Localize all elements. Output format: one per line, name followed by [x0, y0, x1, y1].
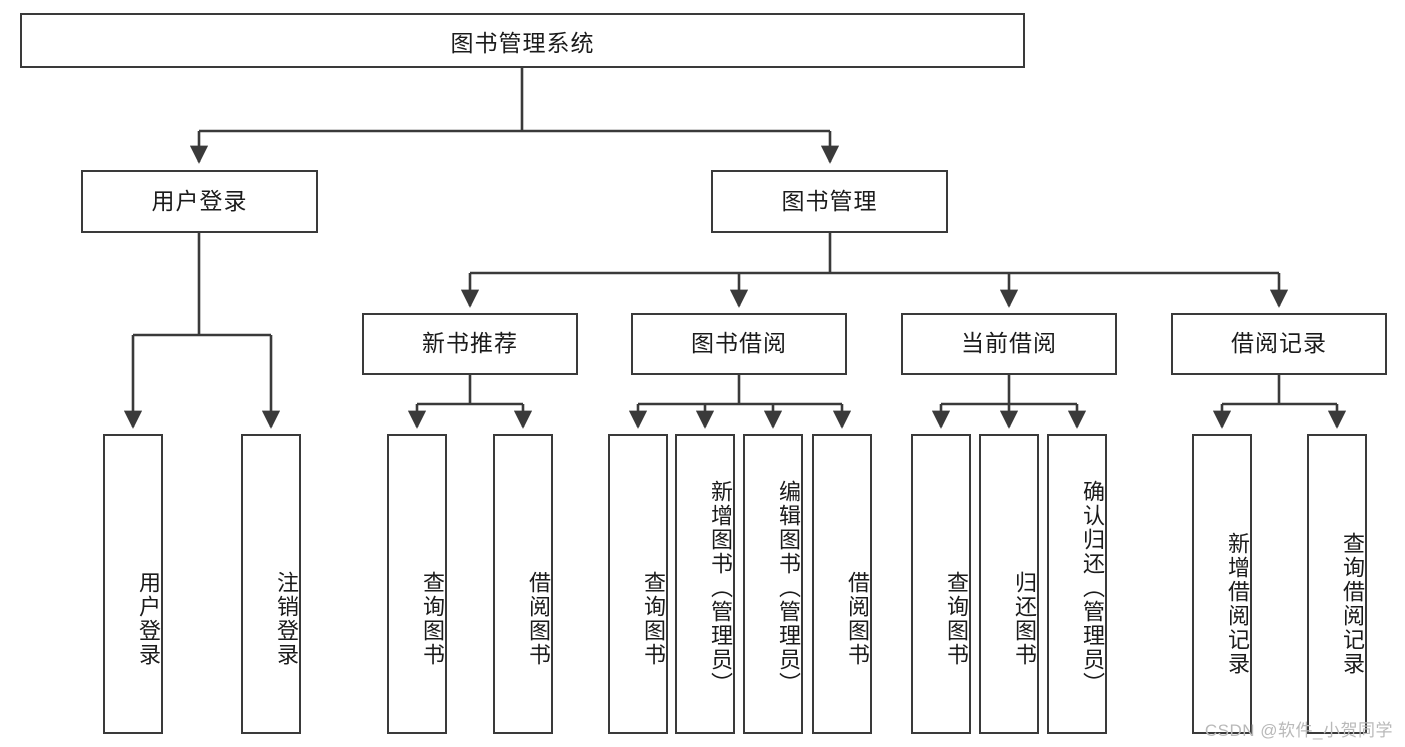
node-new-book-recommendation[interactable]: 新书推荐: [362, 313, 578, 375]
leaf-new-book-query-books[interactable]: 查询图书: [387, 434, 447, 734]
leaf-book-borrow-edit-book-admin[interactable]: 编辑图书（管理员）: [743, 434, 803, 734]
node-user-login[interactable]: 用户登录: [81, 170, 318, 233]
leaf-user-login-logout[interactable]: 注销登录: [241, 434, 301, 734]
leaf-book-borrow-add-book-admin[interactable]: 新增图书（管理员）: [675, 434, 735, 734]
node-borrowing-record[interactable]: 借阅记录: [1171, 313, 1387, 375]
node-book-borrowing[interactable]: 图书借阅: [631, 313, 847, 375]
node-book-management[interactable]: 图书管理: [711, 170, 948, 233]
node-root-book-management-system[interactable]: 图书管理系统: [20, 13, 1025, 68]
leaf-current-borrow-confirm-return-admin[interactable]: 确认归还（管理员）: [1047, 434, 1107, 734]
leaf-current-borrow-return-books[interactable]: 归还图书: [979, 434, 1039, 734]
leaf-book-borrow-borrow-books[interactable]: 借阅图书: [812, 434, 872, 734]
leaf-borrow-record-query-record[interactable]: 查询借阅记录: [1307, 434, 1367, 734]
leaf-current-borrow-query-books[interactable]: 查询图书: [911, 434, 971, 734]
leaf-new-book-borrow-books[interactable]: 借阅图书: [493, 434, 553, 734]
leaf-borrow-record-add-record[interactable]: 新增借阅记录: [1192, 434, 1252, 734]
leaf-user-login-login[interactable]: 用户登录: [103, 434, 163, 734]
node-current-borrowing[interactable]: 当前借阅: [901, 313, 1117, 375]
leaf-book-borrow-query-books[interactable]: 查询图书: [608, 434, 668, 734]
